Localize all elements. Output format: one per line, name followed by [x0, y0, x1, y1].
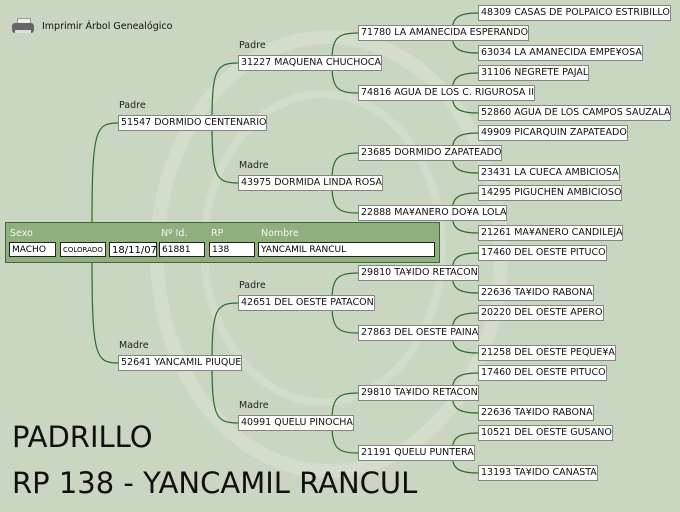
connector-line	[211, 122, 239, 184]
gen1-ancestor-box[interactable]: 52641 YANCAMIL PIUQUE	[118, 355, 243, 371]
gen3-ancestor-box[interactable]: 74816 AGUA DE LOS C. RIGUROSA II	[358, 85, 536, 101]
header-id: Nº Id.	[161, 228, 188, 239]
gen2-ancestor-box[interactable]: 43975 DORMIDA LINDA ROSA	[238, 175, 383, 191]
gen4-ancestor-box[interactable]: 49909 PICARQUIN ZAPATEADO	[478, 125, 628, 141]
date-field[interactable]: 18/11/07	[109, 242, 157, 257]
gen4-ancestor-box[interactable]: 22636 TA¥IDO RABONA	[478, 285, 594, 301]
madre-label: Madre	[239, 400, 269, 411]
gen3-ancestor-box[interactable]: 23685 DORMIDO ZAPATEADO	[358, 145, 503, 161]
gen1-ancestor-box[interactable]: 51547 DORMIDO CENTENARIO	[118, 115, 268, 131]
gen4-ancestor-box[interactable]: 31106 NEGRETE PAJAL	[478, 65, 590, 81]
gen4-ancestor-box[interactable]: 21258 DEL OESTE PEQUE¥A	[478, 345, 616, 361]
header-rp: RP	[211, 228, 224, 239]
sexo-field[interactable]: MACHO	[9, 242, 56, 257]
connector-line	[91, 261, 119, 364]
gen4-ancestor-box[interactable]: 13193 TA¥IDO CANASTA	[478, 465, 598, 481]
nombre-field[interactable]: YANCAMIL RANCUL	[258, 242, 435, 257]
connector-line	[211, 62, 239, 124]
gen4-ancestor-box[interactable]: 63034 LA AMANECIDA EMPE¥OSA	[478, 45, 643, 61]
gen4-ancestor-box[interactable]: 10521 DEL OESTE GUSANO	[478, 425, 613, 441]
connector-line	[211, 362, 239, 424]
gen4-ancestor-box[interactable]: 14295 PIGUCHEN AMBICIOSO	[478, 185, 623, 201]
title-line-2: RP 138 - YANCAMIL RANCUL	[12, 466, 418, 500]
padre-label: Padre	[119, 100, 146, 111]
gen4-ancestor-box[interactable]: 23431 LA CUECA AMBICIOSA	[478, 165, 620, 181]
gen2-ancestor-box[interactable]: 31227 MAQUENA CHUCHOCA	[238, 55, 382, 71]
print-label: Imprimir Árbol Genealógico	[42, 20, 173, 32]
gen4-ancestor-box[interactable]: 20220 DEL OESTE APERO	[478, 305, 604, 321]
gen4-ancestor-box[interactable]: 21261 MA¥ANERO CANDILEJA	[478, 225, 624, 241]
madre-label: Madre	[119, 340, 149, 351]
gen2-ancestor-box[interactable]: 42651 DEL OESTE PATACON	[238, 295, 375, 311]
gen3-ancestor-box[interactable]: 22888 MA¥ANERO DO¥A LOLA	[358, 205, 508, 221]
gen3-ancestor-box[interactable]: 29810 TA¥IDO RETACON	[358, 385, 479, 401]
gen4-ancestor-box[interactable]: 17460 DEL OESTE PITUCO	[478, 365, 607, 381]
subject-panel: Sexo Nº Id. RP Nombre MACHO COLORADO 18/…	[5, 222, 440, 263]
gen3-ancestor-box[interactable]: 27863 DEL OESTE PAINA	[358, 325, 480, 341]
header-sexo: Sexo	[10, 228, 33, 239]
gen4-ancestor-box[interactable]: 52860 AGUA DE LOS CAMPOS SAUZALA	[478, 105, 672, 121]
color-field[interactable]: COLORADO	[60, 242, 106, 257]
gen3-ancestor-box[interactable]: 21191 QUELU PUNTERA	[358, 445, 475, 461]
gen4-ancestor-box[interactable]: 48309 CASAS DE POLPAICO ESTRIBILLO	[478, 5, 671, 21]
gen3-ancestor-box[interactable]: 71780 LA AMANECIDA ESPERANDO	[358, 25, 530, 41]
madre-label: Madre	[239, 160, 269, 171]
gen3-ancestor-box[interactable]: 29810 TA¥IDO RETACON	[358, 265, 479, 281]
id-field[interactable]: 61881	[159, 242, 205, 257]
header-nombre: Nombre	[261, 228, 299, 239]
connector-line	[211, 302, 239, 364]
printer-icon	[12, 18, 34, 34]
rp-field[interactable]: 138	[209, 242, 255, 257]
print-tree-button[interactable]: Imprimir Árbol Genealógico	[12, 18, 172, 34]
title-line-1: PADRILLO	[12, 420, 153, 454]
connector-line	[91, 122, 119, 223]
gen4-ancestor-box[interactable]: 17460 DEL OESTE PITUCO	[478, 245, 607, 261]
padre-label: Padre	[239, 40, 266, 51]
gen4-ancestor-box[interactable]: 22636 TA¥IDO RABONA	[478, 405, 594, 421]
padre-label: Padre	[239, 280, 266, 291]
gen2-ancestor-box[interactable]: 40991 QUELU PINOCHA	[238, 415, 354, 431]
